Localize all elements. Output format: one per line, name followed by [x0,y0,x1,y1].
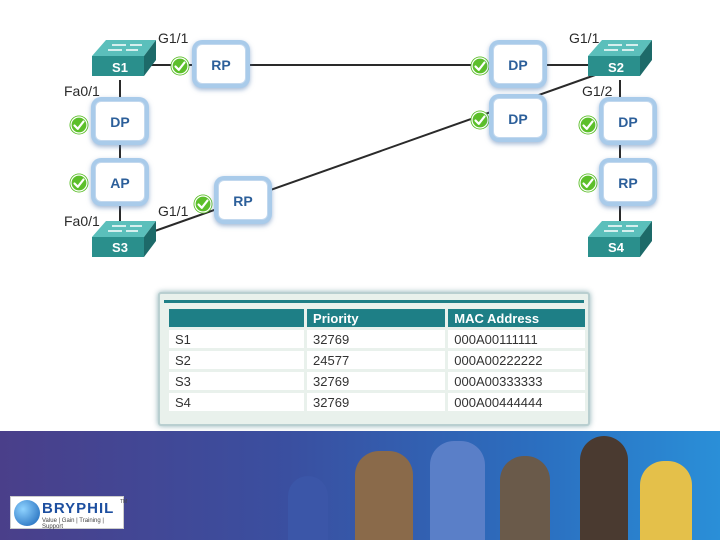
port-s2-g12: G1/2 [582,83,613,99]
globe-icon [14,500,40,526]
cell-switch: S3 [169,372,305,390]
cell-mac: 000A00111111 [448,330,585,348]
logo-name: BRYPHIL [42,500,115,517]
banner-pillar [355,451,413,540]
port-s1-fa01: Fa0/1 [64,83,100,99]
footer-banner [0,431,720,540]
check-s4-bottom-icon [578,173,598,193]
role-s4-bottom: RP [603,162,653,202]
switch-s1-label: S1 [112,60,128,75]
port-s1-g11: G1/1 [158,30,189,46]
cell-priority: 32769 [307,330,446,348]
port-s2-g11: G1/1 [569,30,600,46]
bridge-priority-table: Priority MAC Address S1 32769 000A001111… [166,306,588,414]
logo-trademark: TM [120,499,128,505]
port-s3-fa01: Fa0/1 [64,213,100,229]
table-row: S2 24577 000A00222222 [169,351,585,369]
banner-pillar [430,441,485,540]
table-row: S1 32769 000A00111111 [169,330,585,348]
cell-mac: 000A00333333 [448,372,585,390]
role-s2-g11: DP [493,44,543,84]
role-s2-g12: DP [493,98,543,138]
bridge-priority-table-panel: Priority MAC Address S1 32769 000A001111… [158,292,590,426]
table-row: S4 32769 000A00444444 [169,393,585,411]
check-s3-fa01-icon [69,173,89,193]
banner-pillar [640,461,692,540]
check-s2-g12-icon [470,110,490,130]
bryphil-logo: BRYPHIL Value | Gain | Training | Suppor… [10,496,128,530]
cell-priority: 32769 [307,393,446,411]
role-s3-fa01: AP [95,162,145,202]
check-s3-g11-icon [193,194,213,214]
banner-pillar [500,456,550,540]
banner-pillar [580,436,628,540]
role-s1-fa01: DP [95,101,145,141]
header-priority: Priority [307,309,446,327]
table-top-stripe [164,300,584,303]
cell-mac: 000A00444444 [448,393,585,411]
switch-s4-label: S4 [608,240,624,255]
switch-s2-label: S2 [608,60,624,75]
switch-s3-label: S3 [112,240,128,255]
check-s4-top-icon [578,115,598,135]
cell-switch: S2 [169,351,305,369]
cell-priority: 32769 [307,372,446,390]
role-s4-top: DP [603,101,653,141]
role-s3-g11: RP [218,180,268,220]
cell-switch: S1 [169,330,305,348]
header-mac: MAC Address [448,309,585,327]
header-switch [169,309,305,327]
port-s3-g11: G1/1 [158,203,189,219]
cell-priority: 24577 [307,351,446,369]
table-header-row: Priority MAC Address [169,309,585,327]
check-s1-fa01-icon [69,115,89,135]
logo-tagline: Value | Gain | Training | Support [42,518,104,530]
banner-pillar [288,476,328,540]
role-s1-g11: RP [196,44,246,84]
cell-switch: S4 [169,393,305,411]
stp-topology-diagram: S1 S2 S3 S4 G1/1 Fa0/1 G1/1 G1/2 G1/1 Fa… [64,30,653,257]
check-s2-g11-icon [470,56,490,76]
table-row: S3 32769 000A00333333 [169,372,585,390]
check-s1-g11-icon [170,56,190,76]
cell-mac: 000A00222222 [448,351,585,369]
